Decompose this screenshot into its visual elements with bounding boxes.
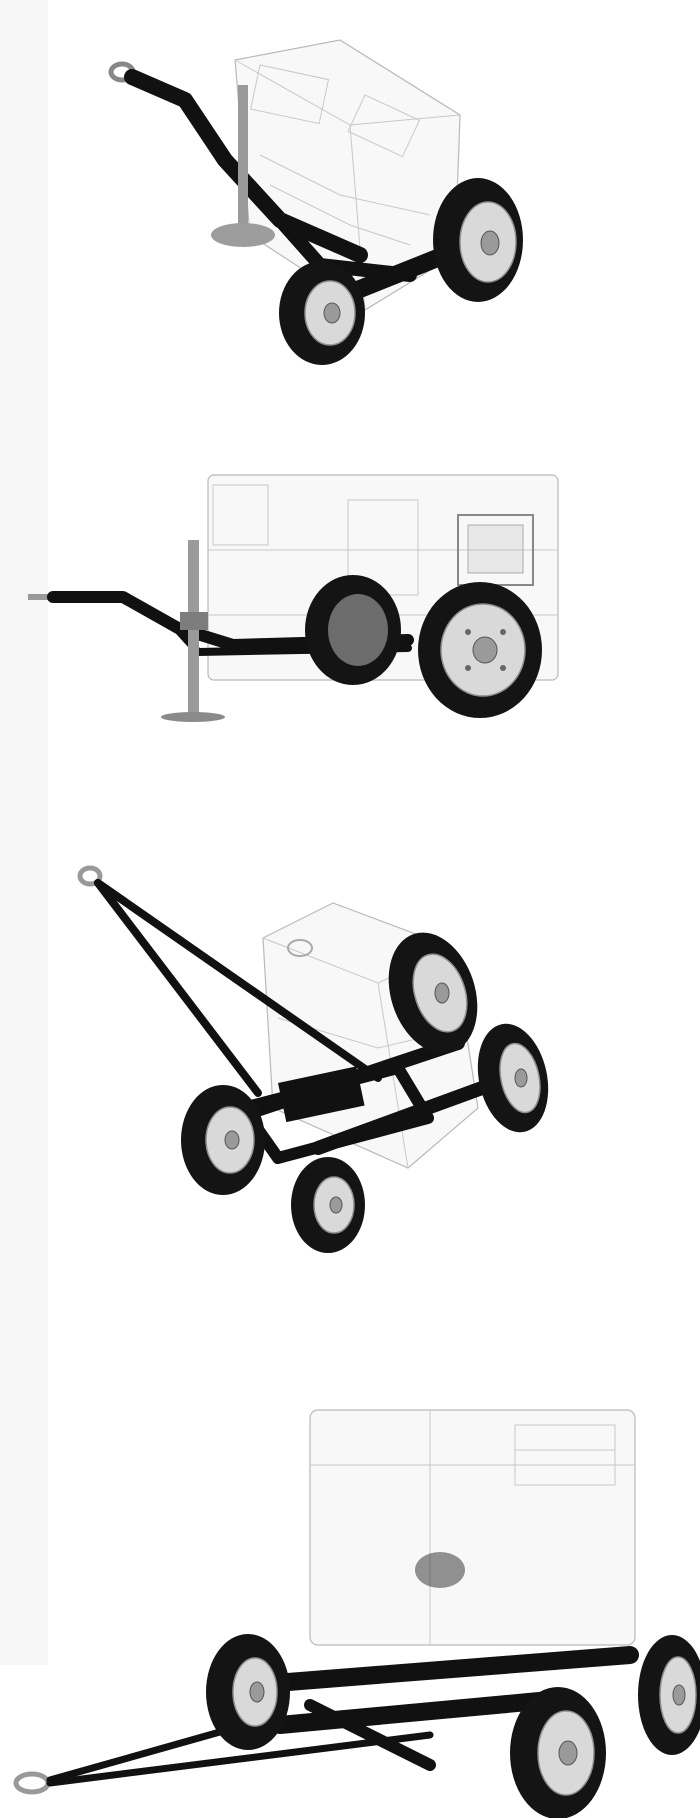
wheel-rear-left (291, 1157, 365, 1253)
wheel-left (279, 261, 365, 365)
jack-foot (211, 223, 275, 247)
wheel-front-right (388, 932, 478, 1054)
drawbar-right (94, 879, 382, 1082)
drawbar-left (94, 879, 262, 1097)
jack-clamp (180, 612, 208, 630)
trailer-render-2 (28, 470, 658, 840)
control-panel (514, 1424, 616, 1486)
enclosure-edge (269, 184, 411, 246)
lifting-eye (287, 939, 313, 957)
trailer-render-4 (10, 1405, 700, 1818)
trailer-render-1 (108, 5, 630, 425)
enclosure-panel (250, 64, 330, 125)
wheel-front-left (181, 1085, 265, 1195)
steering-link (304, 1699, 436, 1771)
rear-axle-beam (241, 1646, 639, 1694)
tow-eye (28, 594, 56, 600)
wheel-front-right (510, 1687, 606, 1818)
wheel-rear-left (206, 1634, 290, 1750)
wheel-rear-right (477, 1023, 549, 1133)
enclosure-ghost (309, 1409, 636, 1646)
jack-foot (161, 712, 225, 722)
tow-eye (77, 865, 103, 887)
enclosure-edge (377, 982, 409, 1169)
wheel-rear-right (638, 1635, 700, 1755)
jack-stand (238, 85, 248, 230)
wheel-near (418, 582, 542, 718)
trailer-four-wheel-front-illustration (13, 1409, 700, 1818)
wheel-far (305, 575, 401, 685)
trailer-two-wheel-side-illustration (28, 474, 559, 722)
wheel-right (433, 178, 523, 302)
engine-part (415, 1552, 465, 1588)
enclosure-edge (259, 154, 431, 216)
control-panel-inner (467, 524, 524, 574)
trailer-four-wheel-tilted-illustration (77, 865, 549, 1253)
drawbar-right (46, 1731, 434, 1787)
drawbar (124, 69, 368, 263)
trailer-render-3 (77, 858, 648, 1338)
enclosure-panel (347, 94, 421, 158)
left-side-strip (0, 0, 48, 1665)
enclosure-panel (212, 484, 269, 546)
tow-eye (13, 1771, 51, 1795)
front-axle-beam (271, 1691, 559, 1734)
trailer-two-wheel-angled-illustration (108, 39, 523, 365)
